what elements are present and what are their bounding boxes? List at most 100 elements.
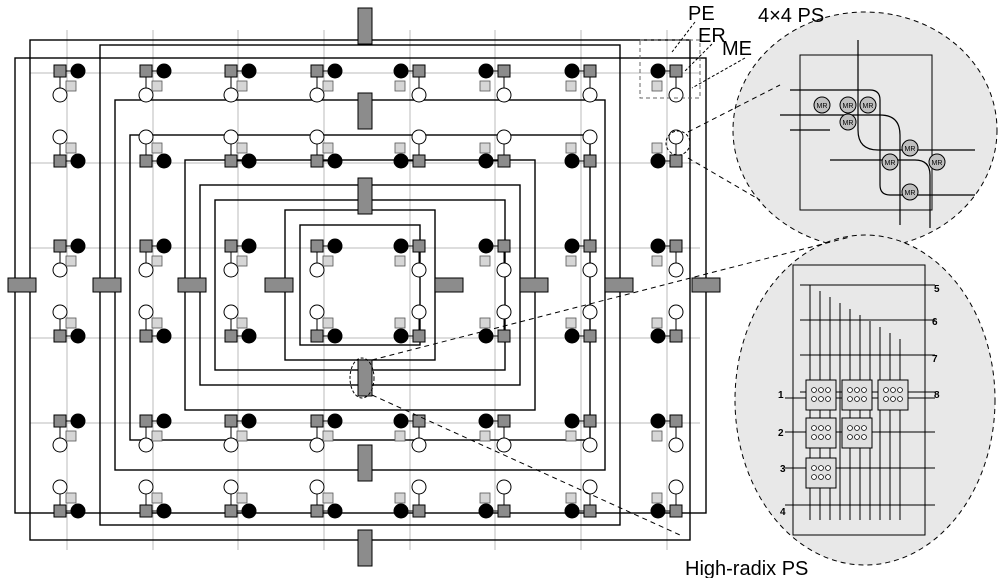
router-er: [412, 504, 426, 518]
er-node: [65, 142, 77, 154]
ps4-mr: [928, 153, 946, 171]
tile: [138, 304, 172, 344]
me-node: [309, 262, 325, 278]
switch-vertical: [357, 444, 373, 482]
me-node: [309, 129, 325, 145]
zoom-leaders: [371, 84, 851, 536]
radix-mr: [818, 465, 824, 471]
er-node: [151, 317, 163, 329]
tile: [393, 304, 427, 344]
leader-radix-top: [371, 236, 851, 361]
switch-vertical: [357, 177, 373, 215]
me-node: [582, 437, 598, 453]
radix-mr: [825, 474, 831, 480]
callout-box-tile: [639, 39, 701, 99]
radix-mr: [818, 425, 824, 431]
tile: [309, 129, 343, 169]
er-node: [65, 492, 77, 504]
er-node: [651, 492, 663, 504]
pe-node: [327, 153, 343, 169]
er-node: [236, 492, 248, 504]
router-er: [497, 329, 511, 343]
me-node: [138, 479, 154, 495]
me-node: [411, 262, 427, 278]
router-er: [224, 239, 238, 253]
me-node: [52, 129, 68, 145]
er-node: [479, 430, 491, 442]
pe-node: [70, 63, 86, 79]
tile: [52, 413, 86, 453]
radix-port-label: 1: [778, 390, 784, 401]
pe-node: [327, 413, 343, 429]
pe-node: [156, 63, 172, 79]
switch-horizontal: [92, 277, 122, 293]
radix-mr: [897, 387, 903, 393]
router-er: [583, 414, 597, 428]
pe-node: [241, 328, 257, 344]
router-er: [139, 414, 153, 428]
radix-mr: [883, 387, 889, 393]
radix-block: [841, 379, 873, 411]
me-node: [309, 437, 325, 453]
radix-mr: [847, 387, 853, 393]
tile: [223, 413, 257, 453]
pe-node: [650, 238, 666, 254]
router-er: [53, 154, 67, 168]
pe-node: [241, 413, 257, 429]
me-node: [496, 437, 512, 453]
er-node: [151, 492, 163, 504]
router-er: [412, 329, 426, 343]
er-node: [565, 80, 577, 92]
tile: [650, 63, 684, 103]
er-node: [236, 80, 248, 92]
tile: [52, 129, 86, 169]
tile: [309, 238, 343, 278]
tile: [564, 479, 598, 519]
router-er: [53, 329, 67, 343]
me-node: [411, 304, 427, 320]
pe-node: [564, 63, 580, 79]
tile: [564, 129, 598, 169]
me-node: [668, 262, 684, 278]
pe-node: [650, 63, 666, 79]
ps4-mr: [901, 183, 919, 201]
tile: [393, 63, 427, 103]
router-er: [139, 64, 153, 78]
radix-block: [841, 417, 873, 449]
router-er: [497, 154, 511, 168]
tile: [393, 479, 427, 519]
er-node: [479, 80, 491, 92]
me-node: [138, 304, 154, 320]
me-node: [668, 87, 684, 103]
me-node: [138, 437, 154, 453]
radix-mr: [890, 387, 896, 393]
me-node: [309, 87, 325, 103]
tile-nodes: [52, 63, 684, 519]
router-er: [583, 329, 597, 343]
er-node: [479, 255, 491, 267]
switch-vertical: [357, 359, 373, 397]
switch-horizontal: [177, 277, 207, 293]
ps4-waveguide: [857, 40, 975, 151]
er-node: [322, 80, 334, 92]
radix-mr: [811, 425, 817, 431]
pe-node: [241, 238, 257, 254]
zoom-4x4-frame: [799, 54, 933, 211]
pe-node: [478, 63, 494, 79]
me-node: [52, 87, 68, 103]
er-node: [565, 492, 577, 504]
pe-node: [564, 153, 580, 169]
radix-port-label: 2: [778, 428, 784, 439]
me-node: [309, 304, 325, 320]
router-er: [669, 504, 683, 518]
router-er: [224, 414, 238, 428]
pe-node: [393, 238, 409, 254]
router-er: [310, 154, 324, 168]
pe-node: [327, 328, 343, 344]
ps4-waveguide: [790, 89, 975, 196]
tile: [478, 413, 512, 453]
ps4-mr: [813, 96, 831, 114]
ps4-mr: [881, 153, 899, 171]
